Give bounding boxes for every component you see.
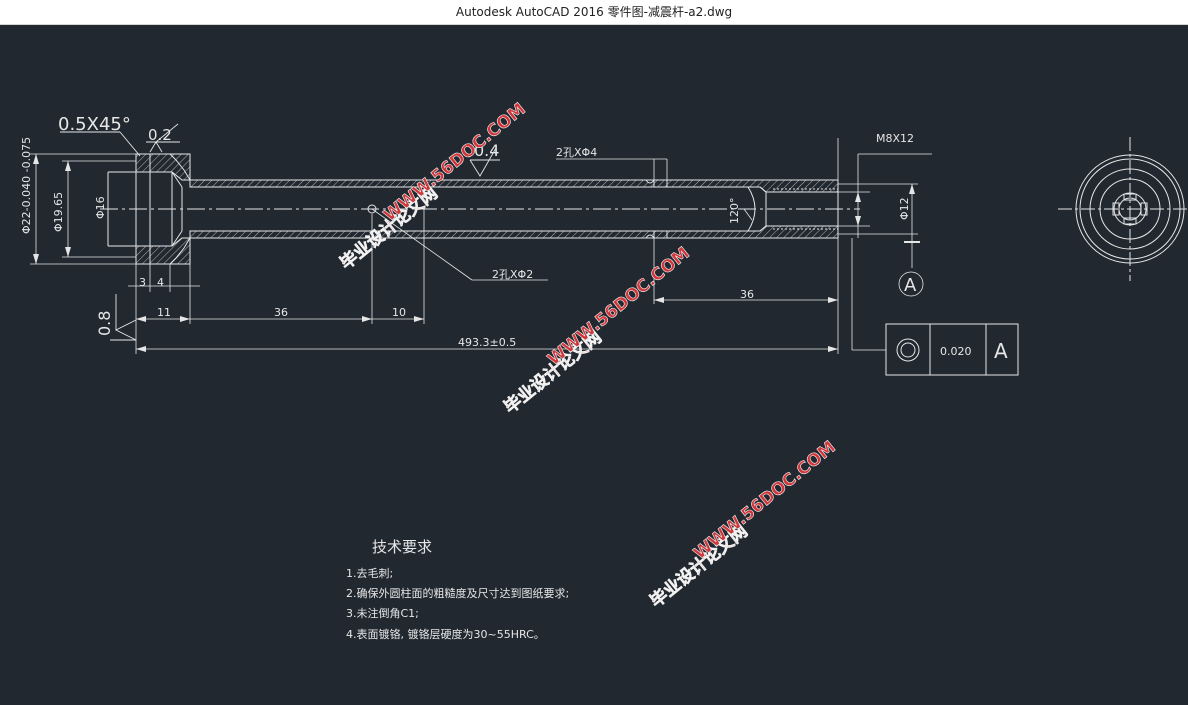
tech-item: 2.确保外圆柱面的粗糙度及尺寸达到图纸要求; bbox=[346, 586, 569, 600]
title-bar: Autodesk AutoCAD 2016 零件图-减震杆-a2.dwg bbox=[0, 0, 1188, 25]
dim-36-left: 36 bbox=[274, 306, 288, 319]
thread-label: M8X12 bbox=[876, 132, 914, 145]
dim-36-right: 36 bbox=[740, 288, 754, 301]
tech-item: 4.表面镀铬, 镀铬层硬度为30~55HRC。 bbox=[346, 627, 545, 641]
window-title: Autodesk AutoCAD 2016 零件图-减震杆-a2.dwg bbox=[455, 5, 733, 19]
tolerance-value: 0.020 bbox=[940, 345, 972, 358]
tech-item: 3.未注倒角C1; bbox=[346, 606, 419, 620]
dim-3: 3 bbox=[139, 276, 146, 289]
dim-diameter-12: Φ12 bbox=[898, 197, 911, 220]
dimension-text: 0.5X45° 0.2 0.4 0.8 Φ22-0.040 -0.075 Φ19… bbox=[20, 114, 1008, 363]
holes-phi4-label: 2孔XΦ4 bbox=[556, 146, 597, 159]
roughness-mid: 0.4 bbox=[474, 141, 499, 160]
tolerance-datum: A bbox=[994, 339, 1008, 363]
shaft-section bbox=[107, 153, 839, 265]
dim-diameter-16: Φ16 bbox=[94, 196, 107, 219]
end-view bbox=[1058, 137, 1188, 281]
watermarks: 毕业设计论文网 WWW.56DOC.COM 毕业设计论文网 WWW.56DOC.… bbox=[336, 99, 840, 612]
tech-title: 技术要求 bbox=[372, 538, 432, 556]
cad-drawing[interactable]: 0.5X45° 0.2 0.4 0.8 Φ22-0.040 -0.075 Φ19… bbox=[0, 24, 1188, 705]
dim-10: 10 bbox=[392, 306, 406, 319]
dim-angle-120: 120° bbox=[728, 198, 741, 225]
tech-requirements: 技术要求 1.去毛刺; 2.确保外圆柱面的粗糙度及尺寸达到图纸要求; 3.未注倒… bbox=[346, 538, 569, 641]
chamfer-note: 0.5X45° bbox=[58, 114, 131, 135]
datum-label: A bbox=[904, 275, 917, 296]
dim-diameter-1965: Φ19.65 bbox=[52, 192, 65, 232]
dimension-arrows bbox=[33, 154, 915, 352]
watermark-en: WWW.56DOC.COM bbox=[690, 437, 840, 564]
watermark-en: WWW.56DOC.COM bbox=[544, 243, 694, 370]
drawing-canvas[interactable]: 0.5X45° 0.2 0.4 0.8 Φ22-0.040 -0.075 Φ19… bbox=[0, 24, 1188, 705]
roughness-symbols bbox=[60, 123, 500, 341]
dim-11: 11 bbox=[157, 306, 171, 319]
roughness-left: 0.8 bbox=[95, 311, 114, 336]
dim-outer-diameter: Φ22-0.040 -0.075 bbox=[20, 137, 33, 234]
watermark-en: WWW.56DOC.COM bbox=[380, 99, 530, 226]
dim-total-length: 493.3±0.5 bbox=[458, 336, 516, 349]
dim-4: 4 bbox=[157, 276, 164, 289]
roughness-top: 0.2 bbox=[148, 126, 172, 144]
holes-phi2-label: 2孔XΦ2 bbox=[492, 268, 533, 281]
geometric-tolerance-frame bbox=[885, 323, 1019, 376]
tech-item: 1.去毛刺; bbox=[346, 567, 393, 580]
